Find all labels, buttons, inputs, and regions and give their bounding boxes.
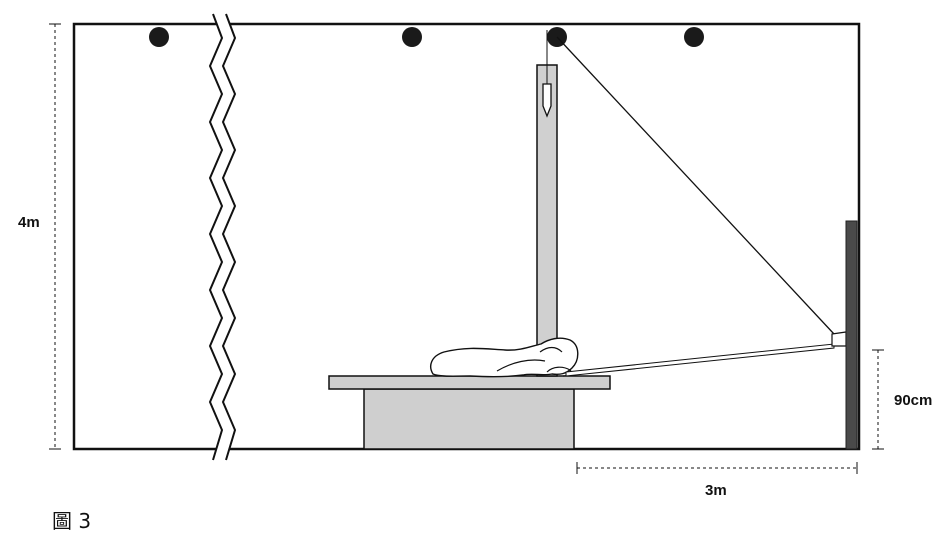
- label-distance: 3m: [705, 482, 727, 499]
- wall-target: [831, 331, 847, 347]
- table-top: [328, 375, 611, 390]
- ceiling-light: [402, 27, 422, 47]
- ceiling-light: [149, 27, 169, 47]
- label-height: 4m: [18, 214, 40, 231]
- body-outline: [430, 337, 579, 378]
- sight-line-lower: [565, 343, 835, 377]
- table-base: [363, 388, 575, 450]
- wall-panel: [845, 220, 858, 450]
- label-target-height: 90cm: [894, 392, 932, 409]
- plumb-bob: [542, 83, 552, 118]
- break-mask: [210, 14, 235, 460]
- ceiling-light: [684, 27, 704, 47]
- body-fold: [496, 346, 563, 372]
- break-line-right: [221, 13, 237, 461]
- sight-line-upper: [556, 36, 835, 335]
- figure-caption: 圖 3: [52, 509, 91, 533]
- break-line-left: [208, 13, 224, 461]
